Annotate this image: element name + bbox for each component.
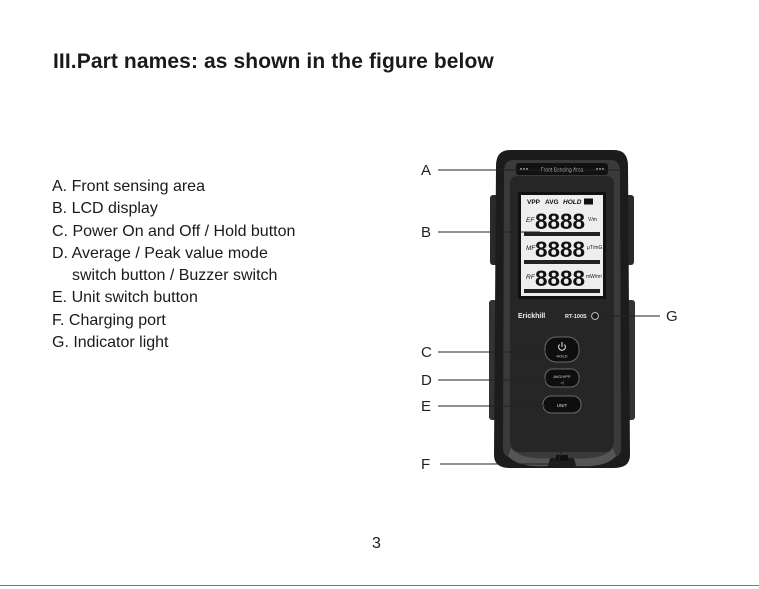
callout-e: E <box>421 398 431 415</box>
callout-lines <box>438 169 660 465</box>
lcd-row-label-mf: MF <box>526 245 536 252</box>
hold-label: HOLD <box>556 354 567 359</box>
part-item-c: C. Power On and Off / Hold button <box>52 222 296 240</box>
front-sensing-area: Front Sensing Area <box>516 163 608 175</box>
lcd-unit-ef: V/m <box>588 217 597 223</box>
avg-vpp-button[interactable]: AVG/VPP ◁ <box>544 368 580 388</box>
part-names-list: A. Front sensing area B. LCD display C. … <box>52 176 295 354</box>
callout-c: C <box>421 344 432 361</box>
lcd-header-hold: HOLD <box>563 199 582 206</box>
lcd-digits-mf: 8888 <box>535 237 585 262</box>
indicator-light <box>591 312 599 320</box>
lcd-digits-rf: 8888 <box>535 266 585 291</box>
callout-f: F <box>421 456 430 473</box>
part-item-g: G. Indicator light <box>52 334 169 352</box>
page-title: III.Part names: as shown in the figure b… <box>53 50 494 73</box>
lcd-unit-mf: μT/mG <box>587 245 602 251</box>
lcd-unit-rf: mW/m² <box>586 274 602 280</box>
lcd-display: VPP AVG HOLD EF 8888 V/m MF 8888 μT/mG R… <box>518 192 606 299</box>
power-hold-button[interactable]: HOLD <box>544 336 580 363</box>
lcd-row-label-ef: EF <box>526 217 535 224</box>
part-item-d: D. Average / Peak value mode <box>52 244 268 262</box>
lcd-header-vpp: VPP <box>527 199 541 206</box>
lcd-digits-ef: 8888 <box>535 209 585 234</box>
bottom-rule <box>0 585 759 586</box>
avg-vpp-label: AVG/VPP <box>553 374 571 379</box>
part-item-a: A. Front sensing area <box>52 178 205 195</box>
power-icon <box>558 342 566 351</box>
brand-label: Erickhill <box>518 313 545 320</box>
callout-d: D <box>421 372 432 389</box>
part-item-f: F. Charging port <box>52 311 166 329</box>
callout-a: A <box>421 162 431 179</box>
callout-g: G <box>666 308 678 325</box>
part-item-d-continued: switch button / Buzzer switch <box>72 267 278 285</box>
unit-button[interactable]: UNIT <box>542 395 582 414</box>
model-label: RT-100S <box>565 314 587 320</box>
lcd-row-label-rf: RF <box>526 274 536 281</box>
callout-b: B <box>421 224 431 241</box>
lcd-header-avg: AVG <box>545 199 559 206</box>
buzzer-icon: ◁ <box>560 380 564 385</box>
page-number: 3 <box>372 535 381 552</box>
part-item-e: E. Unit switch button <box>52 289 198 307</box>
part-item-b: B. LCD display <box>52 200 158 218</box>
unit-label: UNIT <box>557 403 568 408</box>
